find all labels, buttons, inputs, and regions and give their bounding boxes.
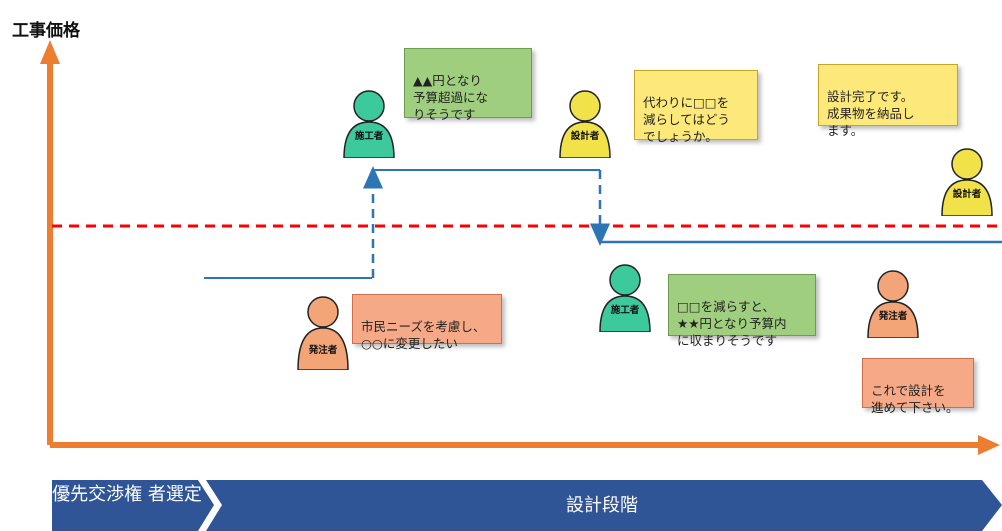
timeline-phase2-label: 設計段階 <box>566 495 638 516</box>
x-axis-arrowhead <box>978 435 1000 455</box>
bubble-text: 代わりに□□を 減らしてはどう でしょうか。 <box>643 95 730 144</box>
contractor-figure-mid: 施工者 <box>596 262 654 333</box>
axes <box>40 40 1000 455</box>
bubble-text: □□を減らすと、 ★★円となり予算内 に収まりそうです <box>677 299 787 348</box>
person-label: 設計者 <box>952 189 982 200</box>
person-icon <box>599 264 651 333</box>
timeline-phase1-shape <box>52 480 214 531</box>
person-label: 施工者 <box>354 131 384 142</box>
price-line <box>204 166 1002 279</box>
designer-figure-right: 設計者 <box>938 146 996 217</box>
bubble-text: 市民ニーズを考慮し、 ○○に変更したい <box>361 319 486 351</box>
client-figure-left: 発注者 <box>294 294 352 371</box>
person-label: 発注者 <box>878 311 908 322</box>
timeline-phase2-shape <box>206 480 1002 531</box>
contractor-within-budget-bubble: □□を減らすと、 ★★円となり予算内 に収まりそうです <box>668 274 816 348</box>
person-label: 施工者 <box>610 305 640 316</box>
client-approval-bubble: これで設計を 進めて下さい。 <box>862 358 974 415</box>
contractor-figure-top: 施工者 <box>340 88 398 159</box>
timeline <box>52 480 1002 531</box>
contractor-overbudget-bubble: ▲▲円となり 予算超過にな りそうです <box>404 48 532 122</box>
person-icon <box>867 270 919 339</box>
designer-figure-top: 設計者 <box>556 88 614 159</box>
person-icon <box>941 148 993 217</box>
bubble-text: 設計完了です。 成果物を納品し ます。 <box>827 89 915 138</box>
client-request-bubble: 市民ニーズを考慮し、 ○○に変更したい <box>352 294 502 351</box>
designer-complete-bubble: 設計完了です。 成果物を納品し ます。 <box>818 64 958 138</box>
person-label: 設計者 <box>570 131 600 142</box>
person-icon <box>559 90 611 159</box>
bubble-text: ▲▲円となり 予算超過にな りそうです <box>413 73 489 122</box>
timeline-phase1-label: 優先交渉権 者選定 <box>52 484 202 505</box>
person-icon <box>297 296 349 371</box>
person-label: 発注者 <box>308 345 338 356</box>
client-figure-right: 発注者 <box>864 268 922 339</box>
designer-suggestion-bubble: 代わりに□□を 減らしてはどう でしょうか。 <box>634 70 758 144</box>
bubble-text: これで設計を 進めて下さい。 <box>871 383 959 415</box>
y-axis-label: 工事価格 <box>12 21 80 41</box>
y-axis-arrowhead <box>40 40 60 64</box>
person-icon <box>343 90 395 159</box>
